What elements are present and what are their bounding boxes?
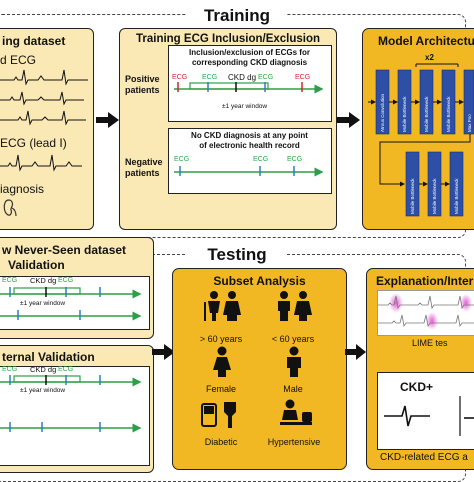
group-hypertensive: Hypertensive	[267, 437, 321, 447]
testing-header: Testing	[187, 245, 287, 265]
ckd-ecg-waveform	[384, 396, 474, 436]
block-mb-4: Mobile Bottleneck	[410, 178, 415, 214]
ext-marker-ecg2: ECG	[58, 366, 74, 373]
new-marker-ecg2: ECG	[58, 277, 74, 284]
new-marker-ckd: CKD dg	[30, 276, 57, 285]
training-dataset-title: ing dataset	[2, 34, 66, 48]
new-marker-ecg: ECG	[2, 277, 18, 284]
dataset-line-ecg: d ECG	[0, 53, 37, 67]
negative-patients-box	[168, 128, 332, 194]
model-title: Model Architectur	[378, 34, 474, 48]
dataset-line-lead1: ECG (lead I)	[0, 136, 67, 150]
block-mb-5: Mobile Bottleneck	[432, 178, 437, 214]
arrow-subset-to-explanation	[345, 344, 366, 360]
new-dataset-title1: w Never-Seen dataset	[2, 243, 127, 257]
pos-marker-ckd: CKD dg	[228, 73, 257, 82]
group-under-60: < 60 years	[271, 334, 315, 344]
group-diabetic: Diabetic	[204, 437, 238, 447]
glucometer-icon	[201, 402, 236, 428]
ckd-comparison-box	[377, 372, 474, 450]
block-mb-1: Mobile Bottleneck	[402, 96, 407, 132]
positive-patients-label: Positive patients	[125, 74, 160, 95]
block-maxpool: Max Poo	[467, 114, 472, 132]
neg-marker-2: ECG	[253, 156, 269, 163]
arrow-dataset-to-inclusion	[96, 112, 119, 128]
model-diagram: Atrous Convolution Mobile Bottleneck Mob…	[368, 63, 474, 217]
pos-marker-2: ECG	[202, 74, 218, 81]
group-over-60: > 60 years	[199, 334, 243, 344]
pos-marker-1: ECG	[172, 74, 188, 81]
ext-window: ±1 year window	[20, 387, 66, 394]
external-title: ternal Validation	[2, 350, 95, 364]
block-mb-3: Mobile Bottleneck	[446, 96, 451, 132]
block-mb-2: Mobile Bottleneck	[424, 96, 429, 132]
kidney-icon	[3, 199, 17, 217]
negative-box-text: No CKD diagnosis at any point of electro…	[191, 131, 308, 150]
positive-box-text: Inclusion/exclusion of ECGs for correspo…	[189, 48, 310, 67]
ckd-caption: CKD-related ECG a	[380, 452, 468, 463]
pos-marker-4: ECG	[295, 74, 311, 81]
positive-timeline	[174, 82, 324, 94]
ckd-plus-label: CKD+	[400, 380, 434, 394]
group-male: Male	[283, 384, 303, 394]
subset-analysis-panel	[172, 268, 347, 470]
external-timeline	[0, 375, 142, 433]
new-dataset-timeline	[0, 287, 142, 299]
pos-window: ±1 year window	[222, 103, 268, 110]
training-header: Training	[187, 6, 287, 26]
negative-patients-label: Negative patients	[125, 157, 163, 178]
new-dataset-timeline-2	[0, 310, 142, 321]
neg-marker-3: ECG	[287, 156, 303, 163]
inclusion-title: Training ECG Inclusion/Exclusion	[135, 33, 321, 45]
lime-ecg-plot	[378, 293, 474, 330]
ecg-waveform-lead1	[0, 154, 82, 172]
elderly-couple-icon	[204, 291, 241, 321]
block-mb-6: Mobile Bottleneck	[454, 178, 459, 214]
new-dataset-timeline-box	[0, 276, 150, 330]
model-repeat-x2: x2	[425, 53, 434, 62]
explanation-title: Explanation/Inter	[376, 274, 474, 288]
hypertension-icon	[280, 399, 312, 425]
pos-marker-3: ECG	[258, 74, 274, 81]
arrow-inclusion-to-model	[337, 112, 360, 128]
female-icon	[213, 346, 231, 377]
arrow-validation-to-subset	[152, 344, 175, 360]
subset-title: Subset Analysis	[213, 274, 306, 288]
group-female: Female	[205, 384, 236, 394]
new-window: ±1 year window	[20, 300, 66, 307]
young-couple-icon	[278, 291, 312, 321]
new-dataset-title2: Validation	[8, 258, 65, 272]
neg-marker-1: ECG	[174, 156, 190, 163]
dataset-line-diagnosis: iagnosis	[0, 182, 45, 196]
lime-label: LIME tes	[412, 338, 448, 348]
male-icon	[287, 346, 301, 377]
ext-marker-ecg: ECG	[2, 366, 18, 373]
ext-marker-ckd: CKD dg	[30, 365, 57, 374]
block-atrous-conv: Atrous Convolution	[380, 93, 385, 132]
ecg-waveform-12lead	[0, 69, 88, 126]
training-dataset-panel	[0, 28, 94, 230]
negative-timeline	[174, 166, 324, 177]
